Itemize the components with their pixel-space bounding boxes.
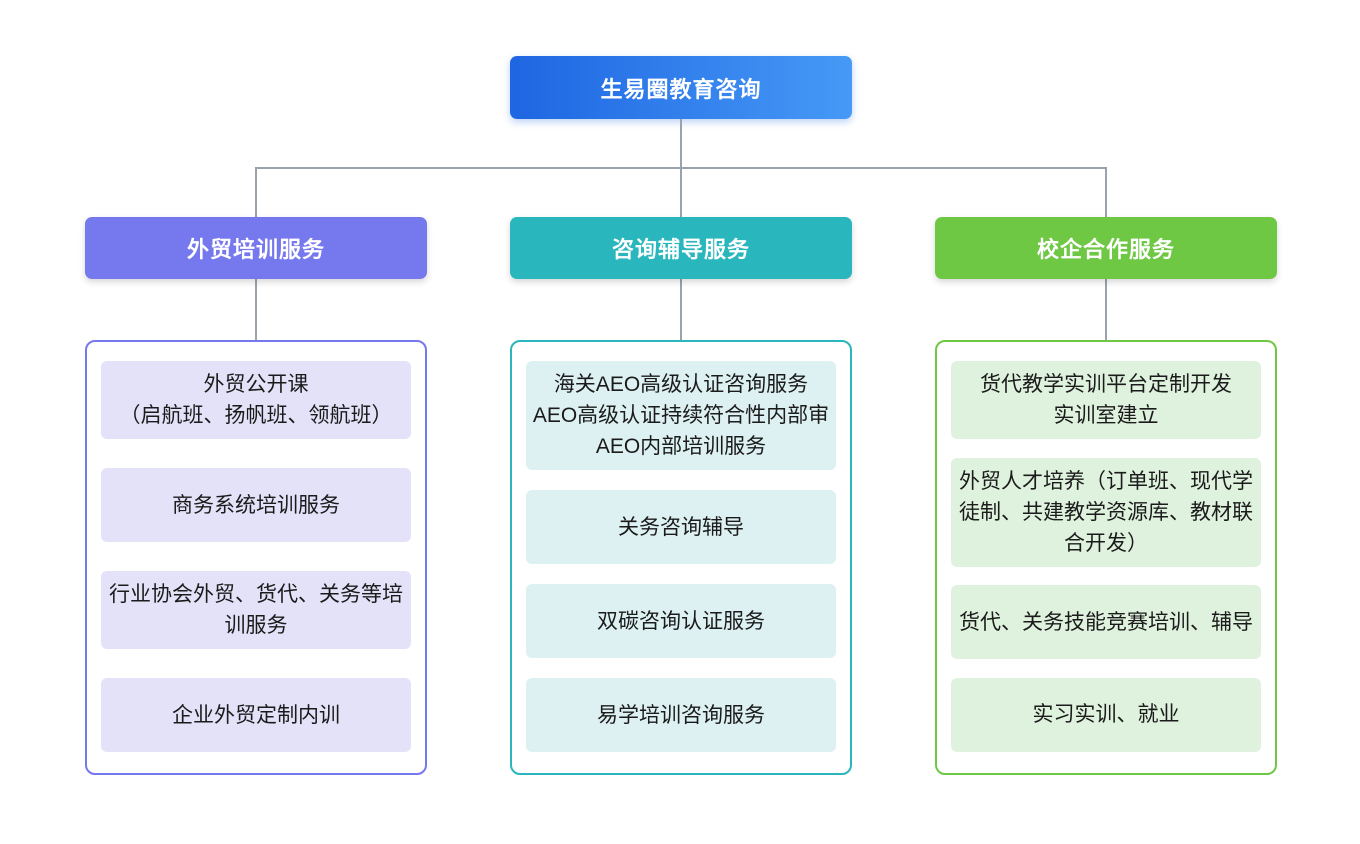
service-item-dual-carbon[interactable]: 双碳咨询认证服务	[526, 584, 836, 658]
service-item-label: 商务系统培训服务	[172, 493, 340, 517]
service-item-aeo-certification[interactable]: 海关AEO高级认证咨询服务 AEO高级认证持续符合性内部审 AEO内部培训服务	[526, 361, 836, 470]
service-item-label: （启航班、扬帆班、领航班）	[119, 404, 393, 427]
service-item-yixue-training[interactable]: 易学培训咨询服务	[526, 678, 836, 752]
connector-root-drop	[680, 119, 682, 168]
service-item-label: 企业外贸定制内训	[172, 703, 340, 727]
connector-branch-drop-left	[255, 167, 257, 217]
branch-header-label: 外贸培训服务	[186, 237, 325, 262]
service-item-label: 海关AEO高级认证咨询服务	[553, 373, 809, 396]
service-item-label: 实习实训、就业	[1032, 703, 1180, 727]
connector-branch-drop-right	[1105, 167, 1107, 217]
branch-header-school-enterprise[interactable]: 校企合作服务	[935, 217, 1277, 279]
branch-panel-school-enterprise: 货代教学实训平台定制开发 实训室建立 外贸人才培养（订单班、现代学徒制、共建教学…	[935, 340, 1277, 775]
root-node[interactable]: 生易圈教育咨询	[510, 56, 852, 119]
branch-header-label: 校企合作服务	[1036, 237, 1175, 262]
branch-panel-consulting-coaching: 海关AEO高级认证咨询服务 AEO高级认证持续符合性内部审 AEO内部培训服务 …	[510, 340, 852, 775]
service-item-internship-employment[interactable]: 实习实训、就业	[951, 677, 1261, 752]
connector-branch-drop-mid	[680, 167, 682, 217]
service-item-talent-cultivation[interactable]: 外贸人才培养（订单班、现代学徒制、共建教学资源库、教材联合开发）	[951, 457, 1261, 567]
branch-header-consulting-coaching[interactable]: 咨询辅导服务	[510, 217, 852, 279]
root-node-label: 生易圈教育咨询	[600, 76, 762, 102]
service-item-industry-association-training[interactable]: 行业协会外贸、货代、关务等培训服务	[101, 571, 411, 649]
service-item-label: 实训室建立	[1053, 404, 1159, 427]
connector-panel-drop-left	[255, 279, 257, 340]
connector-panel-drop-mid	[680, 279, 682, 340]
service-item-label: 货代、关务技能竞赛培训、辅导	[959, 610, 1253, 634]
service-item-enterprise-custom-training[interactable]: 企业外贸定制内训	[101, 678, 411, 752]
service-item-label: 易学培训咨询服务	[597, 703, 765, 727]
service-item-skills-competition[interactable]: 货代、关务技能竞赛培训、辅导	[951, 585, 1261, 660]
service-item-training-platform[interactable]: 货代教学实训平台定制开发 实训室建立	[951, 361, 1261, 439]
service-item-open-course[interactable]: 外贸公开课 （启航班、扬帆班、领航班）	[101, 361, 411, 439]
service-item-label: AEO高级认证持续符合性内部审	[532, 404, 830, 427]
service-item-label: 关务咨询辅导	[618, 515, 744, 539]
service-item-label: 双碳咨询认证服务	[597, 609, 765, 633]
service-item-label: 外贸人才培养（订单班、现代学徒制、共建教学资源库、教材联合开发）	[959, 469, 1253, 555]
service-item-label: 外贸公开课	[203, 373, 309, 396]
service-item-business-system-training[interactable]: 商务系统培训服务	[101, 468, 411, 542]
branch-header-label: 咨询辅导服务	[611, 237, 750, 262]
branch-header-foreign-trade-training[interactable]: 外贸培训服务	[85, 217, 427, 279]
service-item-label: 行业协会外贸、货代、关务等培训服务	[109, 583, 403, 637]
service-item-label: AEO内部培训服务	[595, 435, 767, 458]
service-item-label: 货代教学实训平台定制开发	[980, 373, 1232, 396]
branch-panel-foreign-trade-training: 外贸公开课 （启航班、扬帆班、领航班） 商务系统培训服务 行业协会外贸、货代、关…	[85, 340, 427, 775]
connector-panel-drop-right	[1105, 279, 1107, 340]
service-item-customs-consulting[interactable]: 关务咨询辅导	[526, 490, 836, 564]
